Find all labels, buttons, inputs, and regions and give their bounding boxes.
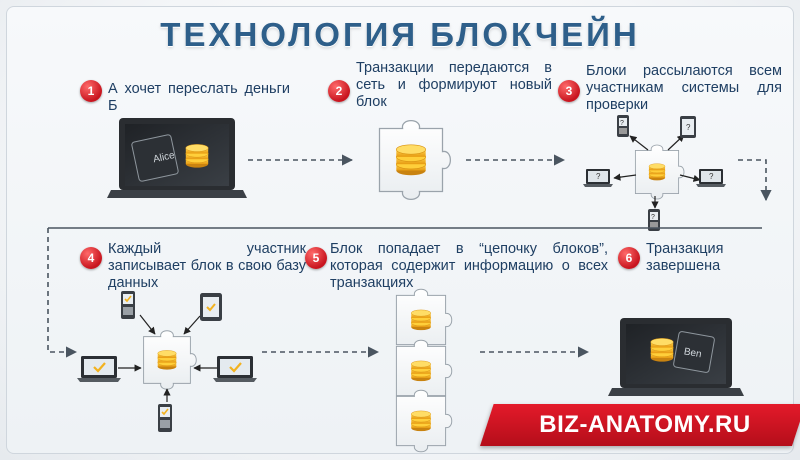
step-3-text: Блоки рассылаются всем участникам систем… bbox=[586, 63, 782, 113]
step-4-text: Каждый участник записывает блок в свою б… bbox=[108, 241, 306, 291]
footer-site-name: BIZ-ANATOMY.RU bbox=[539, 411, 751, 438]
broadcast-cluster: ? ? ? ? ? bbox=[583, 115, 726, 231]
sender-laptop: Alice bbox=[107, 118, 247, 198]
step-5-badge: 5 bbox=[305, 247, 327, 269]
svg-text:?: ? bbox=[651, 214, 655, 221]
sender-label: Alice bbox=[152, 150, 176, 165]
receiver-laptop: Ben bbox=[608, 318, 744, 396]
step-5-text: Блок попадает в “цепочку блоков”, котора… bbox=[330, 241, 608, 291]
step-4-badge: 4 bbox=[80, 247, 102, 269]
step-1-text: А хочет переслать деньги Б bbox=[108, 81, 290, 114]
svg-text:?: ? bbox=[620, 120, 624, 127]
step-3-badge: 3 bbox=[558, 80, 580, 102]
step-1-badge: 1 bbox=[80, 80, 102, 102]
arrow-into-step4 bbox=[47, 228, 78, 358]
arrow-down-right bbox=[738, 159, 772, 202]
step-6-text: Транзакция завершена bbox=[646, 241, 724, 274]
step-6-badge: 6 bbox=[618, 247, 640, 269]
block-chain bbox=[395, 288, 453, 453]
step-2-badge: 2 bbox=[328, 80, 350, 102]
receiver-label: Ben bbox=[683, 346, 702, 360]
svg-text:?: ? bbox=[596, 172, 601, 181]
record-cluster bbox=[75, 290, 259, 433]
step-2-text: Транзакции передаются в сеть и формируют… bbox=[356, 60, 552, 110]
svg-text:?: ? bbox=[709, 172, 714, 181]
new-block-piece bbox=[378, 119, 452, 201]
svg-text:?: ? bbox=[686, 123, 691, 132]
page-title: ТЕХНОЛОГИЯ БЛОКЧЕЙН bbox=[160, 16, 640, 53]
